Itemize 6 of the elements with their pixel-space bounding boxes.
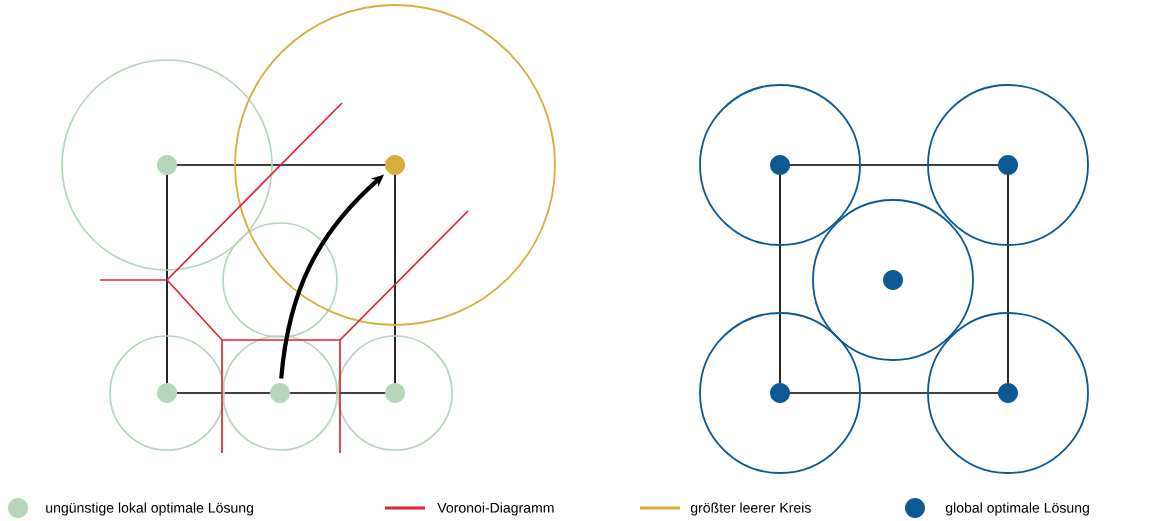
legend-label: Voronoi-Diagramm [437,502,554,516]
legend-label: global optimale Lösung [945,502,1089,516]
legend-label: ungünstige lokal optimale Lösung [46,502,253,516]
point [385,155,405,175]
legend-label: größter leerer Kreis [690,502,811,516]
point [270,383,290,403]
